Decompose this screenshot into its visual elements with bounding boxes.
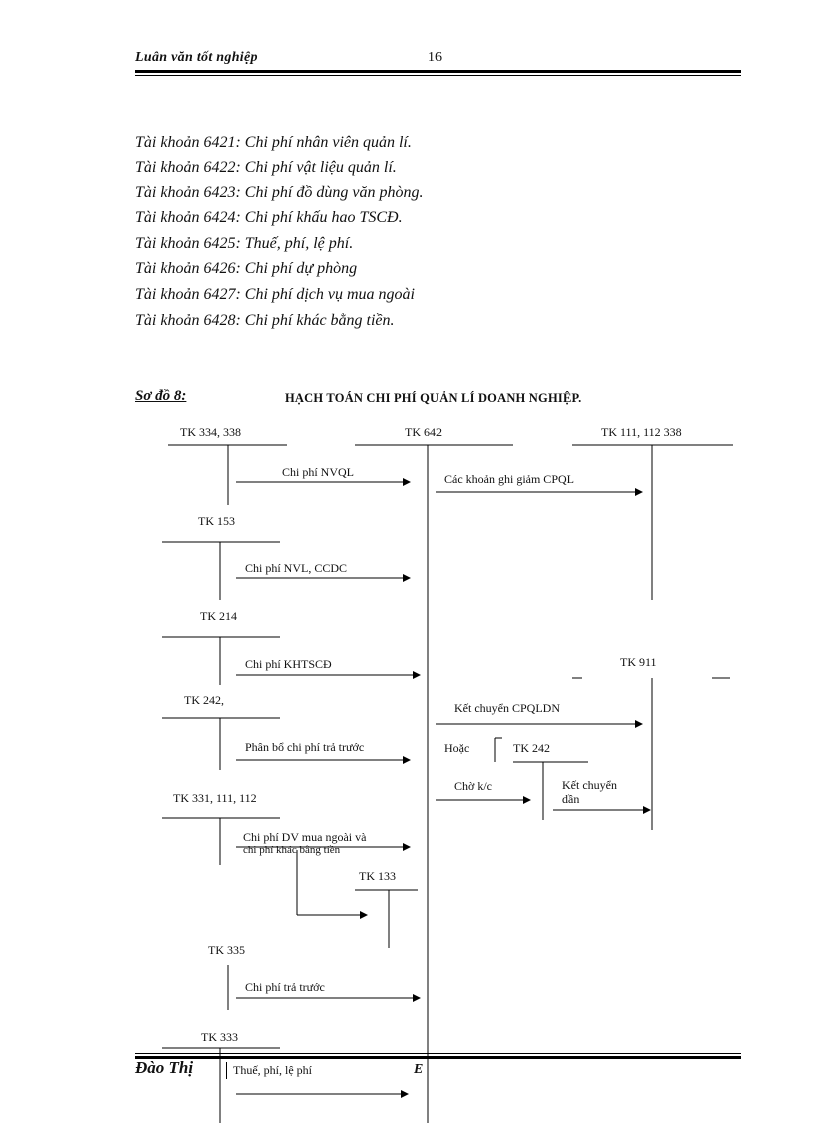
flow-ket-chuyen-dan-label-2: dần bbox=[562, 792, 580, 806]
tk153-label: TK 153 bbox=[198, 514, 235, 528]
tk214-label: TK 214 bbox=[200, 609, 237, 623]
tk911-label: TK 911 bbox=[620, 655, 657, 669]
flow-khtscd-label: Chi phí KHTSCĐ bbox=[245, 657, 332, 671]
header-rule-thin bbox=[135, 75, 741, 76]
account-line: Tài khoản 6422: Chi phí vật liệu quản lí… bbox=[135, 159, 397, 176]
tk334-label: TK 334, 338 bbox=[180, 425, 241, 439]
tk242a-label: TK 242, bbox=[184, 693, 224, 707]
footer-author: Đào Thị bbox=[135, 1058, 194, 1077]
account-line: Tài khoản 6428: Chi phí khác bằng tiền. bbox=[135, 312, 395, 329]
account-line: Tài khoản 6421: Chi phí nhân viên quản l… bbox=[135, 134, 412, 151]
tk133-label: TK 133 bbox=[359, 869, 396, 883]
tk333-label: TK 333 bbox=[201, 1030, 238, 1044]
diagram-title: HẠCH TOÁN CHI PHÍ QUẢN LÍ DOANH NGHIỆP. bbox=[285, 391, 582, 405]
flow-dv-mua-ngoai-label-2: chi phí khác bằng tiền bbox=[243, 844, 341, 856]
flow-ket-chuyen-dan-label-1: Kết chuyển bbox=[562, 778, 617, 792]
account-line: Tài khoản 6427: Chi phí dịch vụ mua ngoà… bbox=[135, 286, 415, 303]
account-line: Tài khoản 6425: Thuế, phí, lệ phí. bbox=[135, 235, 354, 252]
page-number: 16 bbox=[428, 50, 442, 65]
flow-cho-kc-label: Chờ k/c bbox=[454, 779, 493, 793]
footer-rule-thin bbox=[135, 1053, 741, 1054]
flow-hoac-label: Hoặc bbox=[444, 741, 470, 755]
flow-tra-truoc-label: Chi phí trả trước bbox=[245, 980, 325, 994]
flow-ket-chuyen-label: Kết chuyển CPQLDN bbox=[454, 701, 560, 715]
tk331-label: TK 331, 111, 112 bbox=[173, 791, 257, 805]
footer-rule-thick bbox=[135, 1056, 741, 1059]
flow-nvql-label: Chi phí NVQL bbox=[282, 465, 354, 479]
tk242b-label: TK 242 bbox=[513, 741, 550, 755]
flow-thue-label: Thuế, phí, lệ phí bbox=[226, 1062, 318, 1079]
account-line: Tài khoản 6423: Chi phí đồ dùng văn phòn… bbox=[135, 184, 424, 201]
diagram-label: Sơ đồ 8: bbox=[135, 388, 187, 404]
account-line: Tài khoản 6426: Chi phí dự phòng bbox=[135, 260, 358, 277]
account-line: Tài khoản 6424: Chi phí khấu hao TSCĐ. bbox=[135, 209, 403, 226]
header-rule-thick bbox=[135, 70, 741, 73]
footer-tail: E bbox=[414, 1062, 424, 1077]
tk335-label: TK 335 bbox=[208, 943, 245, 957]
header-title: Luân văn tốt nghiệp bbox=[135, 50, 258, 65]
flow-nvl-ccdc-label: Chi phí NVL, CCDC bbox=[245, 561, 348, 575]
flow-phan-bo-label: Phân bổ chi phí trả trước bbox=[245, 740, 365, 754]
tk111-label: TK 111, 112 338 bbox=[601, 425, 682, 439]
flow-giam-cpql-label: Các khoản ghi giảm CPQL bbox=[444, 472, 574, 486]
tk642-label: TK 642 bbox=[405, 425, 442, 439]
flow-dv-mua-ngoai-label-1: Chi phí DV mua ngoài và bbox=[243, 830, 367, 844]
